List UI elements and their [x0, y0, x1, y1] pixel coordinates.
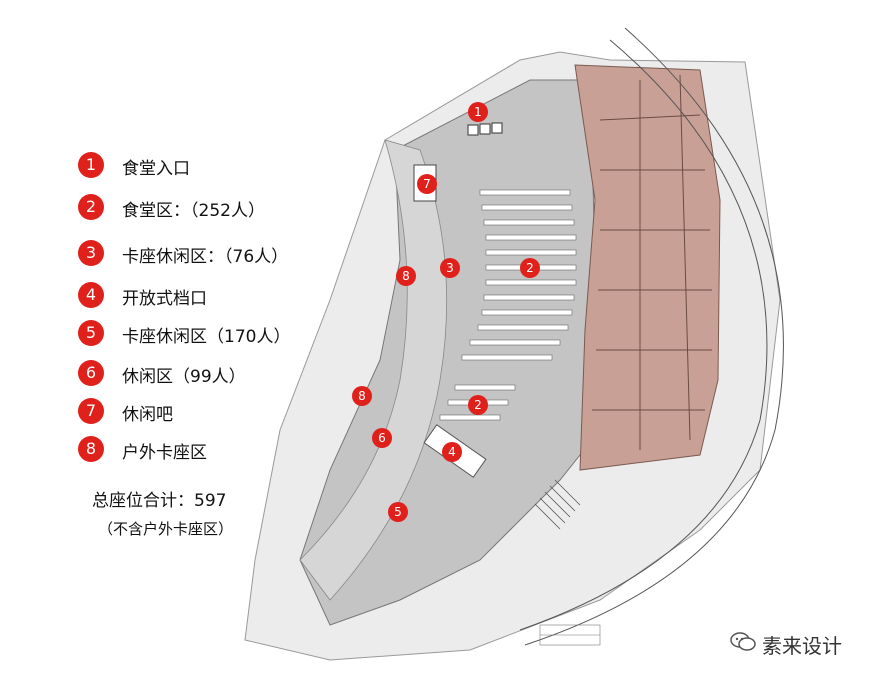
wechat-icon	[730, 632, 756, 651]
legend-item-7: 7 休闲吧	[78, 398, 418, 426]
legend-label: 卡座休闲区（170人）	[122, 327, 291, 347]
kitchen-partitions	[592, 74, 712, 450]
title-block	[539, 624, 601, 646]
svg-text:8: 8	[402, 269, 410, 283]
facade-arcs	[519, 27, 784, 646]
inner-walkway	[299, 139, 448, 601]
marker-8b: 8	[352, 386, 372, 406]
legend-item-2: 2 食堂区：（252人）	[78, 194, 418, 222]
svg-text:2: 2	[526, 261, 534, 275]
legend-item-1: 1 食堂入口	[78, 152, 418, 180]
legend-badge: 8	[78, 436, 104, 462]
marker-2a: 2	[520, 258, 540, 278]
kitchen-area	[574, 64, 721, 471]
marker-3: 3	[440, 258, 460, 278]
legend-badge: 5	[78, 320, 104, 346]
legend-label: 食堂入口	[122, 159, 190, 179]
svg-text:6: 6	[378, 431, 386, 445]
marker-6: 6	[372, 428, 392, 448]
svg-text:5: 5	[394, 505, 402, 519]
legend-badge: 2	[78, 194, 104, 220]
legend-badge: 3	[78, 240, 104, 266]
svg-text:7: 7	[423, 177, 431, 191]
marker-7: 7	[417, 174, 437, 194]
legend-label: 卡座休闲区：（76人）	[122, 247, 289, 267]
legend-label: 休闲吧	[122, 405, 173, 425]
plan-markers: 1 2 2 3 4 5 6 7 8 8	[352, 102, 540, 522]
legend-badge: 4	[78, 282, 104, 308]
legend-badge: 1	[78, 152, 104, 178]
legend-item-4: 4 开放式档口	[78, 282, 418, 310]
legend-label: 休闲区（99人）	[122, 367, 246, 387]
legend-item-8: 8 户外卡座区	[78, 436, 418, 464]
total-note: （不含户外卡座区）	[98, 520, 234, 538]
legend-badge: 6	[78, 360, 104, 386]
marker-4: 4	[442, 442, 462, 462]
legend-badge: 7	[78, 398, 104, 424]
svg-text:2: 2	[474, 398, 482, 412]
legend-label: 食堂区：（252人）	[122, 201, 265, 221]
legend-label: 开放式档口	[122, 289, 207, 309]
legend-label: 户外卡座区	[122, 443, 207, 463]
svg-text:4: 4	[448, 445, 456, 459]
legend-item-3: 3 卡座休闲区：（76人）	[78, 240, 418, 268]
marker-1: 1	[468, 102, 488, 122]
marker-8a: 8	[396, 266, 416, 286]
stair	[534, 479, 581, 530]
entrance-doors	[467, 122, 503, 136]
marker-5: 5	[388, 502, 408, 522]
legend-item-5: 5 卡座休闲区（170人）	[78, 320, 418, 348]
marker-2b: 2	[468, 395, 488, 415]
svg-text:1: 1	[474, 105, 482, 119]
legend-item-6: 6 休闲区（99人）	[78, 360, 418, 388]
total-seats: 总座位合计：597	[92, 491, 227, 511]
brand-text: 素来设计	[762, 634, 842, 658]
svg-text:8: 8	[358, 389, 366, 403]
svg-text:3: 3	[446, 261, 454, 275]
